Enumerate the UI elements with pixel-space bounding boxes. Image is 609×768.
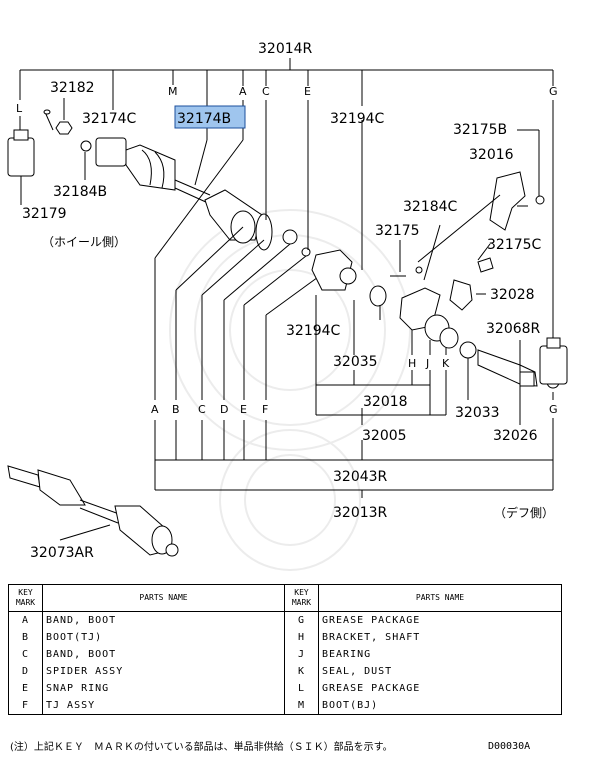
grease-package-left — [7, 116, 35, 205]
key-letter-J: J — [425, 357, 429, 370]
key-letter-A: A — [151, 403, 159, 416]
label-32026[interactable]: 32026 — [493, 428, 538, 444]
legend-key: D — [8, 663, 43, 680]
legend-part-name: BRACKET, SHAFT — [318, 629, 562, 646]
legend-part-name: BEARING — [318, 646, 562, 663]
diagonal-leaders — [154, 100, 326, 316]
header-key-mark-2: KEY MARK — [284, 584, 319, 612]
diagram-code: D00030A — [488, 741, 531, 752]
legend-part-name: GREASE PACKAGE — [318, 611, 562, 629]
label-32018[interactable]: 32018 — [363, 394, 408, 410]
key-letter-K: K — [442, 357, 450, 370]
label-32184B[interactable]: 32184B — [53, 184, 107, 200]
key-letter-E: E — [240, 403, 247, 416]
letter-leaders — [154, 258, 554, 498]
legend-row: C BAND, BOOT J BEARING — [8, 646, 562, 663]
label-32175B[interactable]: 32175B — [453, 122, 507, 138]
label-32033[interactable]: 32033 — [455, 405, 500, 421]
parts-diagram: 32014R 32182 32174C 32174B 32194C 32175B… — [7, 41, 568, 571]
bj-joint-assembly — [95, 137, 311, 257]
label-32014R[interactable]: 32014R — [258, 41, 313, 57]
key-letter-F: F — [262, 403, 268, 416]
label-32174C[interactable]: 32174C — [82, 111, 137, 127]
legend-part-name: BOOT(BJ) — [318, 697, 562, 715]
legend-row: E SNAP RING L GREASE PACKAGE — [8, 680, 562, 697]
header-key-mark: KEY MARK — [8, 584, 43, 612]
key-letter-L: L — [16, 102, 23, 115]
bracket-32018-32005 — [315, 295, 469, 425]
key-letter-G-top: G — [549, 85, 558, 98]
key-letter-C-top: C — [262, 85, 270, 98]
header-parts-name: PARTS NAME — [42, 584, 285, 612]
label-32035[interactable]: 32035 — [333, 354, 378, 370]
header-parts-name-2: PARTS NAME — [318, 584, 562, 612]
legend-part-name: BAND, BOOT — [42, 611, 285, 629]
legend-part-name: BOOT(TJ) — [42, 629, 285, 646]
label-32073AR[interactable]: 32073AR — [30, 545, 94, 561]
label-32184C[interactable]: 32184C — [403, 199, 458, 215]
legend-key: F — [8, 697, 43, 715]
shaft-bracket-set — [390, 129, 545, 359]
key-letter-D: D — [220, 403, 228, 416]
highlight-32174B — [174, 105, 246, 129]
label-32043R[interactable]: 32043R — [333, 469, 388, 485]
driveshaft-assembly-32073AR — [7, 465, 179, 557]
legend-row: F TJ ASSY M BOOT(BJ) — [8, 697, 562, 715]
legend-key: H — [284, 629, 319, 646]
label-32174B[interactable]: 32174B — [177, 111, 231, 127]
label-32194C-low[interactable]: 32194C — [286, 323, 341, 339]
label-32016[interactable]: 32016 — [469, 147, 514, 163]
label-32013R[interactable]: 32013R — [333, 505, 388, 521]
label-diff-side: （デフ側） — [494, 505, 554, 520]
label-32179[interactable]: 32179 — [22, 206, 67, 222]
label-32175[interactable]: 32175 — [375, 223, 420, 239]
legend-part-name: GREASE PACKAGE — [318, 680, 562, 697]
key-letter-B: B — [172, 403, 180, 416]
key-letter-C: C — [198, 403, 206, 416]
key-letter-E-top: E — [304, 85, 311, 98]
legend-key: B — [8, 629, 43, 646]
legend-part-name: SEAL, DUST — [318, 663, 562, 680]
key-letter-M: M — [168, 85, 178, 98]
tj-housing — [311, 120, 387, 307]
label-32194C-top[interactable]: 32194C — [330, 111, 385, 127]
key-letter-G-bottom: G — [549, 403, 558, 416]
label-32175C[interactable]: 32175C — [487, 237, 542, 253]
legend-part-name: TJ ASSY — [42, 697, 285, 715]
grease-package-right — [539, 100, 568, 460]
legend-row: D SPIDER ASSY K SEAL, DUST — [8, 663, 562, 680]
legend-key: K — [284, 663, 319, 680]
key-letter-H: H — [408, 357, 416, 370]
legend-key: G — [284, 611, 319, 629]
label-32068R[interactable]: 32068R — [486, 321, 541, 337]
label-32182[interactable]: 32182 — [50, 80, 95, 96]
legend-row: B BOOT(TJ) H BRACKET, SHAFT — [8, 629, 562, 646]
legend-key: M — [284, 697, 319, 715]
legend-key: L — [284, 680, 319, 697]
legend-key: J — [284, 646, 319, 663]
key-mark-legend-table: KEY MARK PARTS NAME KEY MARK PARTS NAME … — [8, 584, 562, 715]
legend-part-name: SPIDER ASSY — [42, 663, 285, 680]
label-32005[interactable]: 32005 — [362, 428, 407, 444]
legend-part-name: BAND, BOOT — [42, 646, 285, 663]
legend-part-name: SNAP RING — [42, 680, 285, 697]
footnote: (注）上記ＫＥＹ ＭＡＲＫの付いている部品は、単品非供給（ＳＩＫ）部品を示す。 — [10, 742, 393, 753]
label-wheel-side: （ホイール側） — [42, 235, 126, 249]
label-32028[interactable]: 32028 — [490, 287, 535, 303]
legend-key: E — [8, 680, 43, 697]
legend-key: C — [8, 646, 43, 663]
key-letter-A-top: A — [239, 85, 247, 98]
hub-nut-set — [43, 98, 92, 180]
legend-header-row: KEY MARK PARTS NAME KEY MARK PARTS NAME — [8, 584, 562, 612]
legend-key: A — [8, 611, 43, 629]
legend-row: A BAND, BOOT G GREASE PACKAGE — [8, 611, 562, 629]
